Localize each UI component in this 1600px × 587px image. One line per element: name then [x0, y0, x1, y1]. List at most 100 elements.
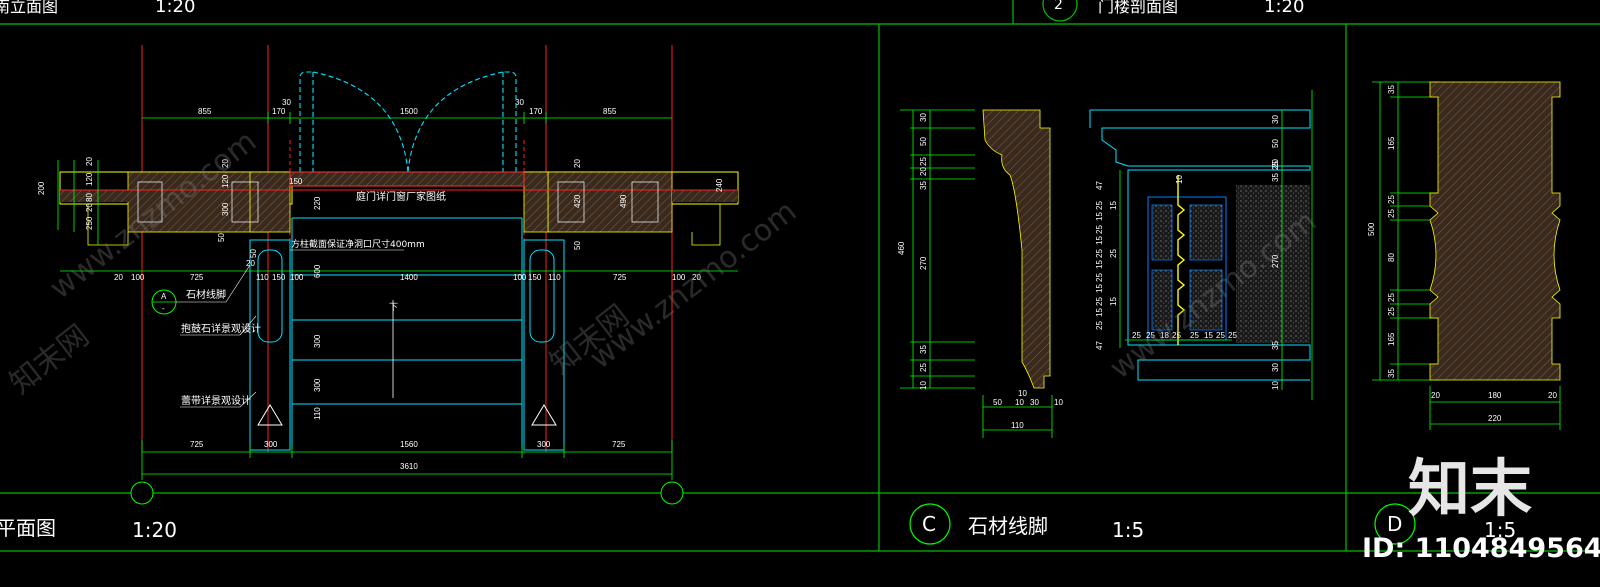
bottom-dim-3: 300	[537, 440, 551, 449]
centre-dim-2: 600	[313, 264, 322, 278]
section-c: 30 50 25 20 35 270 35 25 10 460 50 10 30…	[897, 109, 1144, 545]
b-bottom-0: 25	[1132, 331, 1141, 340]
top-right-scale: 1:20	[1264, 0, 1304, 17]
top-dim-4: 30	[515, 98, 524, 107]
sheet-frame	[0, 0, 1600, 552]
b-left-10: 15	[1095, 308, 1104, 317]
left-pier-dim-2: 300	[221, 202, 230, 216]
d-bottom-1: 180	[1488, 391, 1502, 400]
b-left-9: 25	[1095, 297, 1104, 306]
b-right-6: 35	[1271, 341, 1280, 350]
left-v-dim-1: 20	[85, 157, 94, 166]
row2-dim-13: 100	[131, 273, 145, 282]
section-c-circle	[909, 503, 951, 545]
d-bottom-0: 20	[1431, 391, 1440, 400]
c-dim-1: 50	[919, 137, 928, 146]
left-v-dim-0: 200	[37, 181, 46, 195]
left-pier-dim-3: 50	[217, 233, 226, 242]
b-left-11: 25	[1095, 321, 1104, 330]
d-dim-0: 35	[1387, 85, 1396, 94]
row2-dim-4: 150	[272, 273, 286, 282]
b-bottom-4: 25	[1190, 331, 1199, 340]
d-bottom-2: 20	[1548, 391, 1557, 400]
watermark-brand-1: 知末网	[3, 318, 95, 401]
b-left-8: 15	[1095, 284, 1104, 293]
cornice-outline	[1090, 109, 1311, 381]
b-right-2: 25	[1271, 161, 1280, 170]
note-stone-skirting: 石材线脚	[186, 288, 226, 301]
section-d: 35 165 25 25 80 25 25 165 35 500 20 180 …	[1367, 81, 1561, 545]
note-planter: 蕾带详景观设计	[181, 394, 251, 407]
top-left-scale: 1:20	[155, 0, 195, 17]
top-right-number-circle	[1042, 0, 1078, 22]
d-dim-1: 165	[1387, 136, 1396, 150]
section-c-scale: 1:5	[1112, 518, 1144, 542]
centre-dim-0: 150	[289, 177, 303, 186]
section-d-bottom-dim-lines	[1429, 386, 1561, 430]
section-d-profile	[1429, 81, 1561, 381]
left-v-dim-3: 80	[85, 193, 94, 202]
cornice-infill	[1236, 185, 1310, 343]
row2-dim-10: 725	[613, 273, 627, 282]
row2-dim-2: 20	[246, 259, 255, 268]
section-d-number: D	[1387, 512, 1402, 536]
d-dim-8: 35	[1387, 369, 1396, 378]
b-right-1: 50	[1271, 139, 1280, 148]
plan-view: 855 170 30 1500 30 170 855	[0, 45, 739, 542]
cornice-key-right	[1189, 204, 1223, 331]
bottom-dim-0: 725	[190, 440, 204, 449]
section-d-dim-lines	[1372, 81, 1440, 381]
wall-band	[59, 171, 739, 246]
b-right-5: 270	[1271, 254, 1280, 268]
b-bottom-5: 15	[1204, 331, 1213, 340]
left-pier-dim-0: 20	[221, 159, 230, 168]
top-header: 南立面图 1:20 2 门楼剖面图 1:20	[0, 0, 1304, 22]
row2-dim-8: 150	[528, 273, 542, 282]
top-dim-3: 1500	[400, 107, 418, 116]
c-dim-3: 20	[919, 167, 928, 176]
c-bottom-1: 10	[1018, 389, 1027, 398]
bottom-dim-lines	[141, 440, 673, 480]
section-c-dim-lines	[900, 109, 975, 389]
c-total-height: 460	[897, 241, 906, 255]
b-right-7: 30	[1271, 363, 1280, 372]
d-dim-5: 25	[1387, 293, 1396, 302]
top-dim-1: 170	[272, 107, 286, 116]
b-left-13: 25	[1109, 249, 1118, 258]
right-dim-3: 50	[573, 241, 582, 250]
row2-dim-3: 110	[256, 273, 269, 282]
d-dim-7: 165	[1387, 332, 1396, 346]
row2-dim-1: 725	[190, 273, 204, 282]
right-dim-4: 240	[715, 178, 724, 192]
c-dim-0: 30	[919, 113, 928, 122]
overall-dim: 3610	[400, 462, 418, 471]
top-dim-6: 855	[603, 107, 617, 116]
centre-dim-4: 300	[313, 378, 322, 392]
cornice-key-left	[1151, 204, 1173, 331]
watermark-id: ID: 1104849564	[1362, 533, 1600, 564]
c-bottom-4: 10	[1054, 398, 1063, 407]
left-v-dim-4: 20	[85, 203, 94, 212]
down-label: 下	[389, 303, 398, 313]
b-bottom-2: 18	[1160, 331, 1169, 340]
b-right-8: 10	[1271, 381, 1280, 390]
top-dim-0: 855	[198, 107, 212, 116]
b-right-0: 30	[1271, 115, 1280, 124]
c-dim-4: 35	[919, 181, 928, 190]
axis-bubble-left	[130, 481, 154, 505]
b-left-3: 25	[1095, 225, 1104, 234]
b-left-14: 15	[1109, 297, 1118, 306]
b-bottom-3: 25	[1172, 331, 1181, 340]
bottom-dim-1: 300	[264, 440, 278, 449]
top-dim-2: 30	[282, 98, 291, 107]
c-dim-8: 10	[919, 381, 928, 390]
plan-scale: 1:20	[132, 518, 177, 542]
row2-dim-6: 1400	[400, 273, 418, 282]
d-dim-3: 25	[1387, 209, 1396, 218]
watermark-logo: 知末	[1408, 452, 1532, 525]
row2-dim-5: 100	[290, 273, 304, 282]
b-left-5: 25	[1095, 249, 1104, 258]
b-left-6: 15	[1095, 260, 1104, 269]
b-bottom-6: 25	[1216, 331, 1225, 340]
